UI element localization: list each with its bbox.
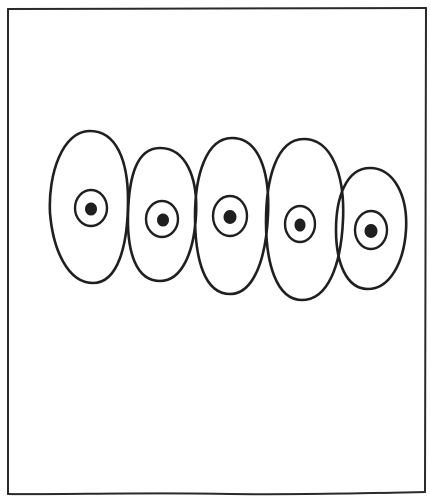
nucleolus-dot	[86, 203, 97, 215]
frame-top-edge	[8, 8, 426, 9]
nucleolus-dot	[365, 225, 377, 238]
nucleolus-dot	[158, 214, 169, 226]
nucleolus-dot	[224, 211, 236, 224]
frame-right-edge	[425, 8, 426, 492]
nucleolus-dot	[295, 219, 305, 231]
